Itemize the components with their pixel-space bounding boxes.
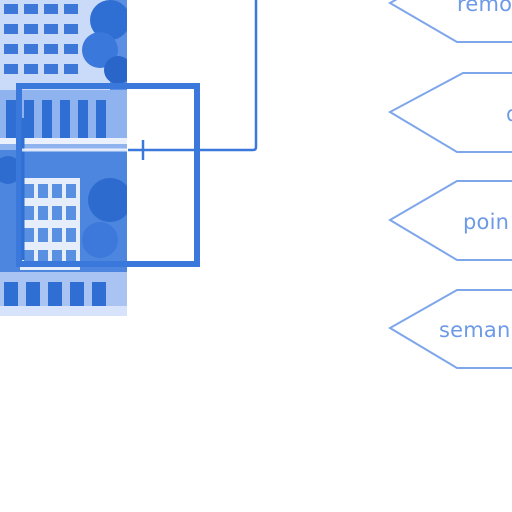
option-label-remove: remo [457, 0, 512, 16]
option-tag-point[interactable]: poin [388, 180, 512, 261]
connector-line [160, 0, 258, 152]
option-tag-remove[interactable]: remo [387, 0, 512, 43]
option-label-semantic: seman [439, 318, 511, 342]
option-tag-semantic[interactable]: seman [388, 289, 512, 369]
selection-box[interactable] [16, 83, 200, 267]
option-tag-d[interactable]: d [387, 72, 512, 153]
option-label-d: d [506, 102, 512, 126]
option-label-point: poin [463, 210, 509, 234]
crosshair-icon [128, 140, 160, 160]
